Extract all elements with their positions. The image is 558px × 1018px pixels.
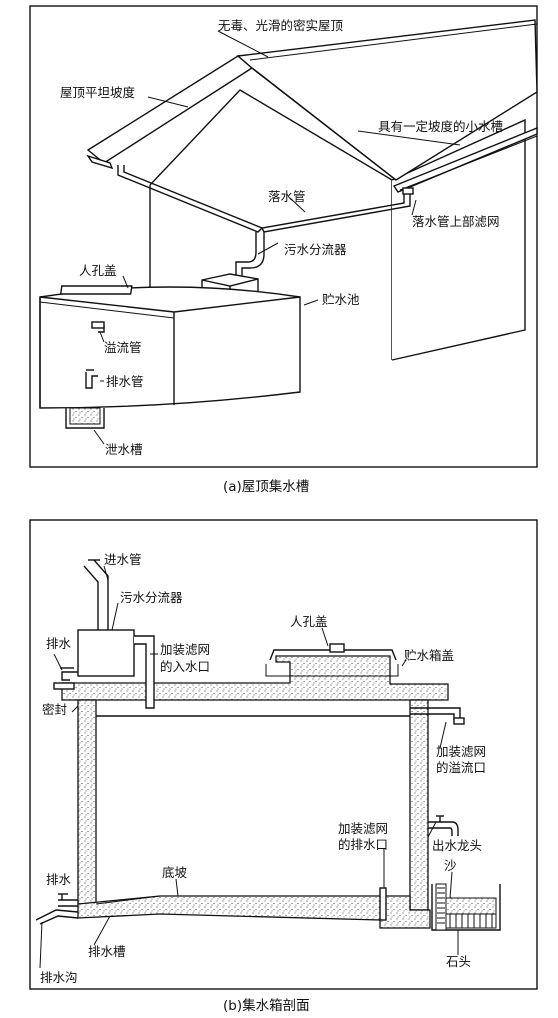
label-overflow: 溢流管 [104,340,142,355]
label-diverter: 污水分流器 [284,242,347,257]
left-gutter [86,154,114,170]
label-filtered-inlet-1: 加装滤网 [160,642,210,657]
downpipe-filter [402,187,414,195]
label-gutter: 具有一定坡度的小水槽 [378,119,503,134]
label-diverter-b: 污水分流器 [120,590,183,605]
label-drain-top: 排水 [46,636,72,651]
panel-a: 无毒、光滑的密实屋顶 屋顶平坦坡度 具有一定坡度的小水槽 落水管 落水管上部滤网… [29,5,538,468]
label-tap: 出水龙头 [432,838,482,853]
tank-section [53,643,449,929]
diverter-box [77,629,135,677]
filtered-overflow-outlet [410,707,465,725]
label-stone: 石头 [446,954,471,969]
label-drain-bottom: 排水 [46,872,72,887]
caption-a: (a)屋顶集水槽 [223,479,309,495]
inlet-and-diverter [60,559,155,709]
label-tank: 贮水池 [322,292,360,307]
panel-a-leaders [93,30,461,445]
seal [53,682,75,690]
filtered-drain-outlet [379,887,387,921]
bottom-drain [35,893,79,925]
manhole-cover [59,285,133,295]
label-drain-trough-b: 排水槽 [88,944,126,959]
label-drain-pipe: 排水管 [106,374,144,389]
label-ditch: 排水沟 [40,970,78,985]
label-drain-trough: 泄水槽 [105,442,143,457]
label-filtered-overflow-2: 的溢流口 [436,760,486,775]
label-filtered-outlet-1: 加装滤网 [338,821,388,836]
roof [86,19,538,181]
manhole-handle [329,643,345,653]
water-tap [428,815,459,836]
label-tank-cover: 贮水箱盖 [404,648,454,663]
panel-b: 进水管 污水分流器 排水 加装滤网 的入水口 人孔盖 贮水箱盖 密封 加装滤网 … [29,519,538,990]
label-sand: 沙 [444,858,457,873]
downpipe [117,165,414,276]
label-roof-material: 无毒、光滑的密实屋顶 [218,18,344,33]
panel-a-frame [29,5,538,468]
panel-b-frame [29,519,538,990]
label-filtered-overflow-1: 加装滤网 [436,744,486,759]
label-filtered-inlet-2: 的入水口 [160,659,210,674]
label-inlet-pipe: 进水管 [104,552,142,567]
label-floor-slope: 底坡 [162,865,188,880]
storage-tank [39,285,301,429]
drain-trough [65,408,105,429]
panel-b-leaders [39,565,459,969]
label-downpipe-filter: 落水管上部滤网 [412,214,500,229]
label-manhole-b: 人孔盖 [290,614,328,629]
soak-pit [431,883,501,931]
label-manhole: 人孔盖 [79,263,117,278]
label-downpipe: 落水管 [268,189,306,204]
drain-pipe [85,372,98,389]
label-roof-slope: 屋顶平坦坡度 [60,85,136,100]
label-filtered-outlet-2: 的排水口 [338,837,388,852]
label-seal: 密封 [42,702,67,717]
caption-b: (b)集水箱剖面 [223,998,310,1014]
right-gutter [392,126,538,193]
